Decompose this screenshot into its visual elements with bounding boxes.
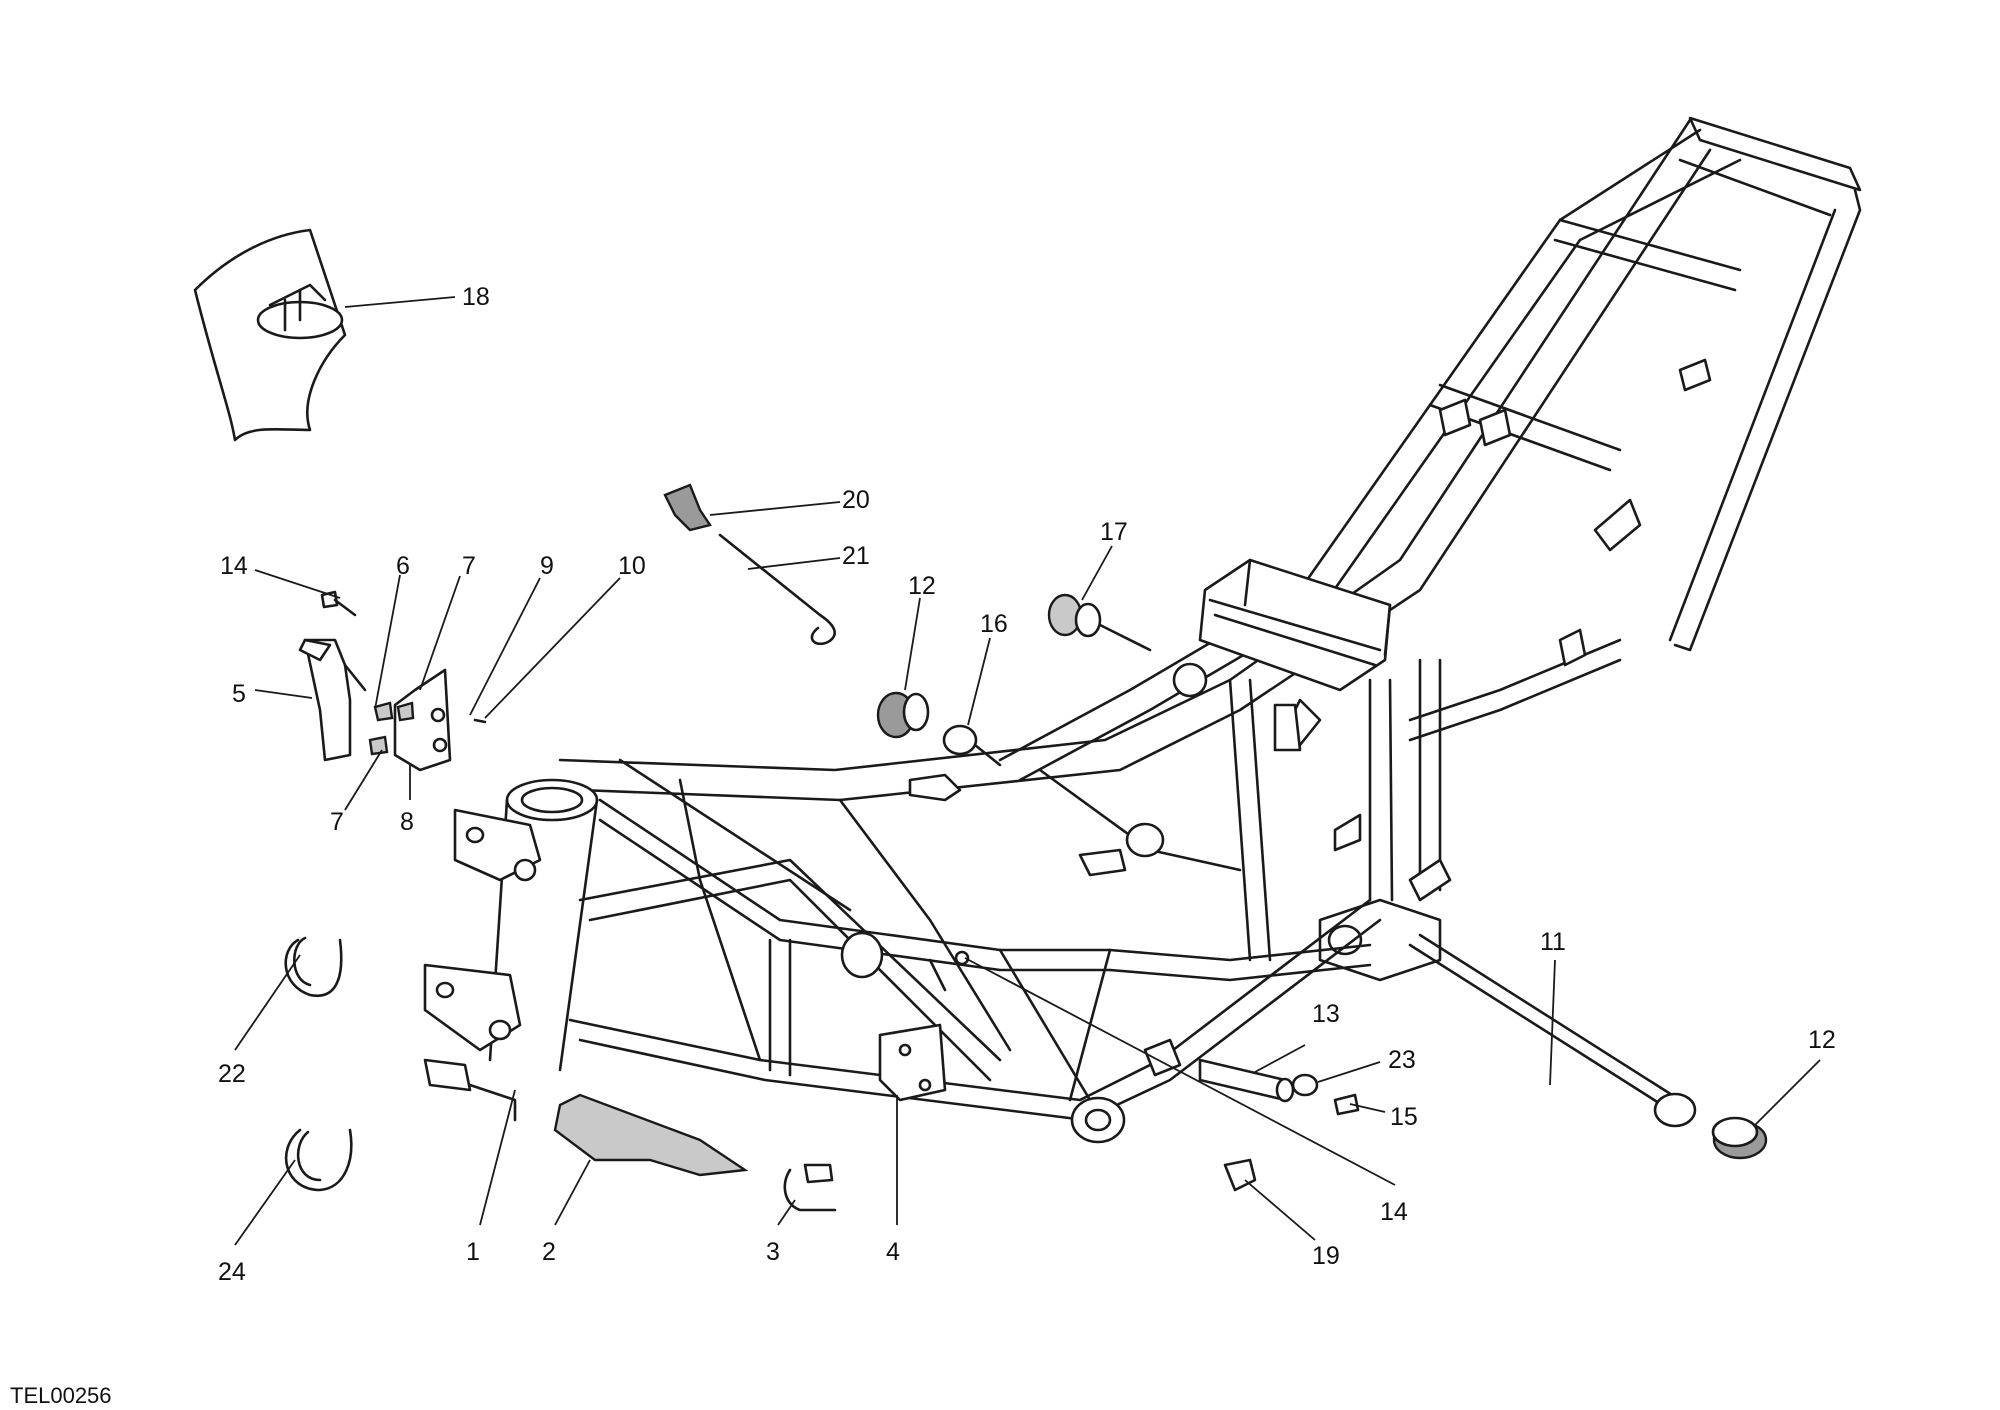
pivot-shaft bbox=[1408, 933, 1697, 1128]
callout-7-lower: 7 bbox=[330, 808, 344, 836]
callout-1: 1 bbox=[466, 1238, 480, 1266]
fuel-pump-cover bbox=[193, 228, 347, 442]
washer bbox=[1291, 1073, 1319, 1097]
screw-top-left bbox=[320, 590, 357, 617]
callout-5: 5 bbox=[232, 680, 246, 708]
steering-head bbox=[423, 778, 599, 1122]
headlight-bracket bbox=[298, 638, 367, 762]
lower-bracket bbox=[878, 958, 947, 1102]
cable-clamp-lower bbox=[284, 1128, 353, 1192]
callout-3: 3 bbox=[766, 1238, 780, 1266]
callout-24: 24 bbox=[218, 1258, 246, 1286]
callout-17: 17 bbox=[1100, 518, 1128, 546]
callout-21: 21 bbox=[842, 542, 870, 570]
bushing-upper bbox=[876, 691, 930, 739]
callouts: 18 20 21 12 16 17 14 6 7 9 10 5 7 8 22 2… bbox=[218, 283, 1836, 1286]
heat-shield bbox=[553, 1093, 749, 1177]
cable-clamp-upper bbox=[284, 936, 343, 998]
main-frame bbox=[558, 116, 1862, 1144]
callout-16: 16 bbox=[980, 610, 1008, 638]
p-clip bbox=[783, 1163, 837, 1212]
spacer bbox=[942, 724, 1002, 767]
callout-18: 18 bbox=[462, 283, 490, 311]
callout-10: 10 bbox=[618, 552, 646, 580]
callout-2: 2 bbox=[542, 1238, 556, 1266]
callout-6: 6 bbox=[396, 552, 410, 580]
callout-22: 22 bbox=[218, 1060, 246, 1088]
drawing-code: TEL00256 bbox=[10, 1383, 112, 1408]
callout-19: 19 bbox=[1312, 1242, 1340, 1270]
callout-14-lower: 14 bbox=[1380, 1198, 1408, 1226]
callout-15: 15 bbox=[1390, 1103, 1418, 1131]
leader-lines bbox=[234, 296, 1821, 1246]
release-cable bbox=[718, 533, 836, 646]
callout-7-upper: 7 bbox=[462, 552, 476, 580]
end-cap bbox=[1711, 1116, 1768, 1160]
callout-13: 13 bbox=[1312, 1000, 1340, 1028]
callout-23: 23 bbox=[1388, 1046, 1416, 1074]
callout-8: 8 bbox=[400, 808, 414, 836]
callout-9: 9 bbox=[540, 552, 554, 580]
callout-20: 20 bbox=[842, 486, 870, 514]
callout-14-upper: 14 bbox=[220, 552, 248, 580]
rubber-damper bbox=[1047, 593, 1152, 652]
callout-12-lower: 12 bbox=[1808, 1026, 1836, 1054]
callout-12-upper: 12 bbox=[908, 572, 936, 600]
sleeve bbox=[1198, 1058, 1295, 1103]
bolt bbox=[1333, 1093, 1360, 1116]
mount-plate bbox=[368, 668, 487, 772]
callout-11: 11 bbox=[1540, 928, 1566, 956]
rubber-grommet bbox=[663, 483, 712, 532]
callout-4: 4 bbox=[886, 1238, 900, 1266]
screw-lower bbox=[954, 950, 970, 966]
